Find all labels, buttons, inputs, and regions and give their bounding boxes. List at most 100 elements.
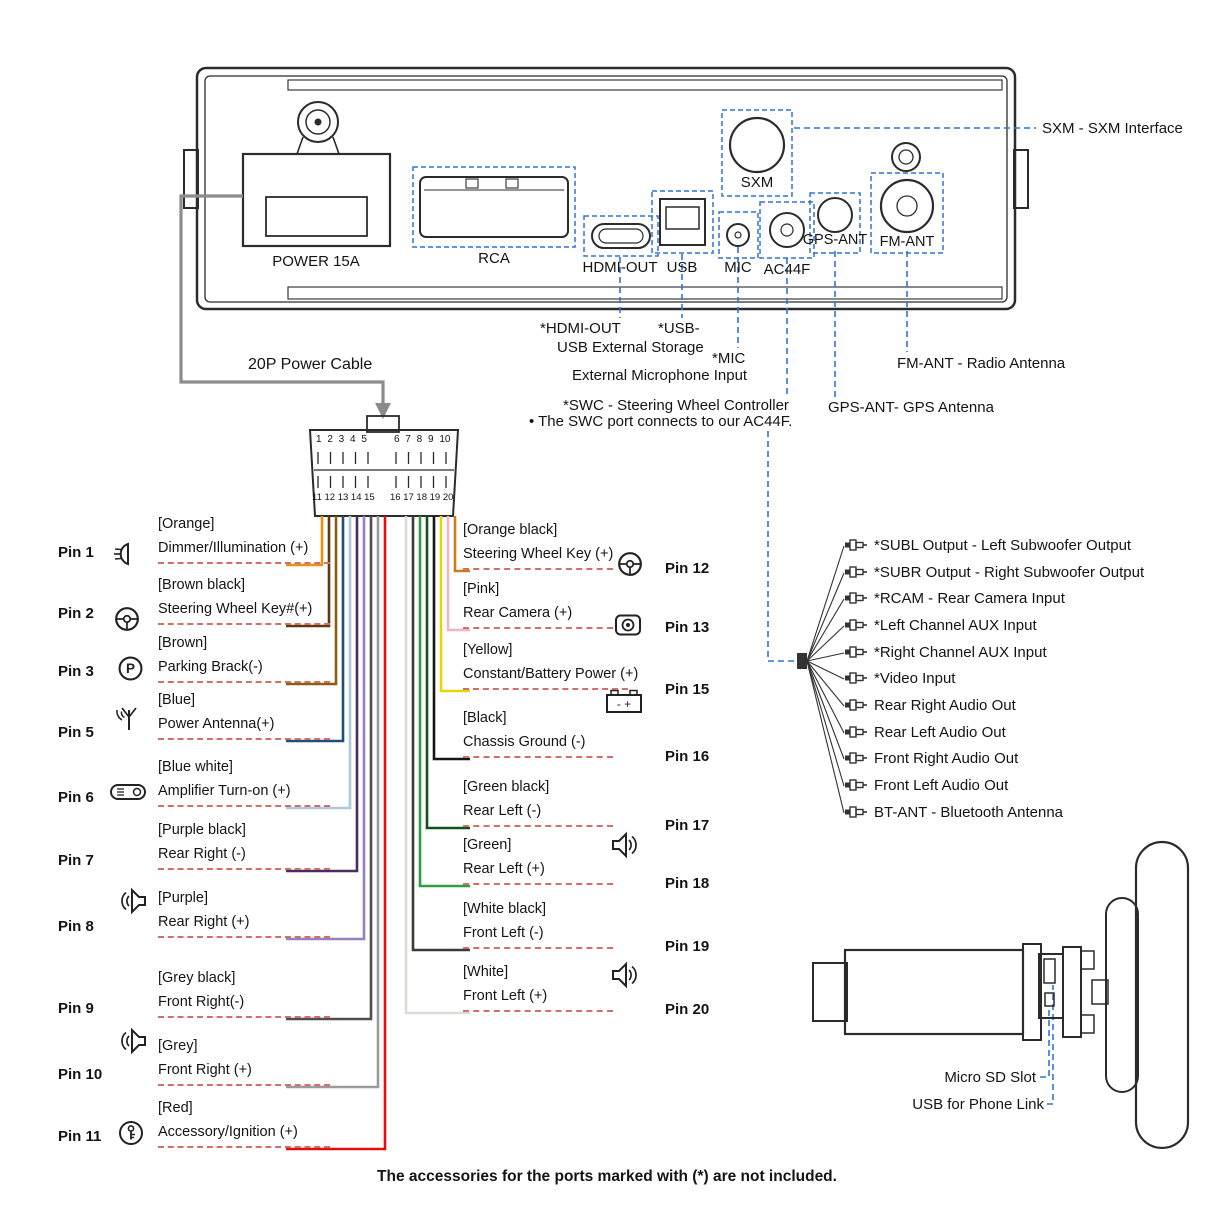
- swc-callout: *SWC - Steering Wheel Controller: [563, 397, 789, 414]
- pin19-label: Pin 19: [665, 938, 710, 955]
- cable-arrow: [375, 403, 391, 419]
- wire-function: Chassis Ground (-): [463, 734, 613, 758]
- pin6-label: Pin 6: [58, 789, 94, 806]
- pin8-wire-label: [Purple] Rear Right (+): [158, 890, 330, 938]
- power-cable-path: [179, 194, 391, 419]
- hdmi-port: [583, 215, 659, 257]
- wire-function: Front Left (-): [463, 925, 613, 949]
- pin13-label: Pin 13: [665, 619, 710, 636]
- pin17-wire-label: [Green black] Rear Left (-): [463, 779, 613, 827]
- pin10-label: Pin 10: [58, 1066, 103, 1083]
- wire-color: [Blue white]: [158, 759, 233, 775]
- pin-numbers-top-right: 6 7 8 9 10: [394, 434, 451, 445]
- rca-port: [412, 166, 576, 248]
- sxm-port-label: SXM: [740, 174, 774, 191]
- parking-brake-icon: [118, 656, 143, 681]
- ac44f-port: [759, 201, 815, 259]
- pin16-label: Pin 16: [665, 748, 710, 765]
- pin20-label: Pin 20: [665, 1001, 710, 1018]
- pin6-wire: [286, 516, 352, 810]
- rca-plug-icon: [845, 699, 867, 711]
- antenna-mount-screw: [296, 101, 340, 155]
- bracket-arm-top: [1080, 950, 1095, 970]
- wire-color: [Blue]: [158, 692, 196, 708]
- pin17-label: Pin 17: [665, 817, 710, 834]
- rca-plug-icon: [845, 646, 867, 658]
- ac44f-output-fan: [797, 539, 867, 818]
- speaker-icon: [120, 1029, 146, 1053]
- rca-plug-icon: [845, 672, 867, 684]
- wire-function: Accessory/Ignition (+): [158, 1124, 330, 1148]
- panel-screw-right: [891, 142, 921, 172]
- micro-sd-slot-label: Micro SD Slot: [944, 1069, 1036, 1086]
- rca-plug-icon: [845, 726, 867, 738]
- pin19-wire-label: [White black] Front Left (-): [463, 901, 613, 949]
- wire-color: [Orange]: [158, 516, 215, 532]
- gps-callout: GPS-ANT- GPS Antenna: [828, 399, 994, 416]
- wire-color: [Grey black]: [158, 970, 236, 986]
- pin-numbers-bottom-right: 16 17 18 19 20: [390, 492, 454, 503]
- battery-icon: [606, 689, 642, 713]
- pin9-label: Pin 9: [58, 1000, 94, 1017]
- wire-function: Front Left (+): [463, 988, 613, 1012]
- pin16-wire: [432, 516, 470, 761]
- wire-function: Rear Right (-): [158, 846, 330, 870]
- panel-inner-frame: [204, 75, 1008, 303]
- device-body: [843, 948, 1025, 1036]
- camera-icon: [615, 614, 641, 636]
- wire-color: [Brown]: [158, 635, 208, 651]
- pin13-wire-label: [Pink] Rear Camera (+): [463, 581, 613, 629]
- ac44f-output-item: *Left Channel AUX Input: [874, 617, 1037, 634]
- pin3-wire: [286, 516, 338, 686]
- ac44f-output-item: *Video Input: [874, 670, 956, 687]
- ac44f-output-item: Rear Right Audio Out: [874, 697, 1016, 714]
- wire-color: [Black]: [463, 710, 507, 726]
- device-step: [1022, 943, 1042, 1041]
- mic-desc-callout: External Microphone Input: [572, 367, 748, 384]
- gps-ant-port: [809, 192, 861, 254]
- wire-color: [Brown black]: [158, 577, 246, 593]
- bracket: [1062, 946, 1082, 1038]
- ac44f-output-item: *SUBL Output - Left Subwoofer Output: [874, 537, 1132, 554]
- pin5-label: Pin 5: [58, 724, 94, 741]
- power-cable-label: 20P Power Cable: [248, 356, 373, 373]
- wire-function: Steering Wheel Key#(+): [158, 601, 330, 625]
- ac44f-output-item: Rear Left Audio Out: [874, 724, 1006, 741]
- wires-left: [286, 516, 387, 1151]
- pin-numbers-top-left: 1 2 3 4 5: [316, 434, 367, 445]
- pin-ticks-bottom: [317, 476, 447, 488]
- antenna-icon: [115, 707, 137, 731]
- hdmi-port-label: HDMI-OUT: [582, 259, 658, 276]
- wire-function: Amplifier Turn-on (+): [158, 783, 330, 807]
- sd-slot-callout-line: [1040, 1008, 1050, 1078]
- pin8-wire: [286, 516, 366, 941]
- pin7-label: Pin 7: [58, 852, 94, 869]
- speaker-icon: [612, 963, 638, 987]
- pin3-wire-label: [Brown] Parking Brack(-): [158, 635, 330, 683]
- pin13-wire: [446, 516, 470, 632]
- wire-color: [Green]: [463, 837, 512, 853]
- pin18-label: Pin 18: [665, 875, 710, 892]
- wire-color: [Grey]: [158, 1038, 198, 1054]
- usb-port-label: USB: [666, 259, 698, 276]
- wire-color: [Red]: [158, 1100, 193, 1116]
- wire-function: Parking Brack(-): [158, 659, 330, 683]
- usb-callout: *USB-: [658, 320, 700, 337]
- usb-phone-callout-line: [1047, 985, 1054, 1105]
- ac44f-output-item: *Right Channel AUX Input: [874, 644, 1047, 661]
- wire-color: [White black]: [463, 901, 546, 917]
- amplifier-icon: [110, 784, 146, 800]
- ac44f-output-item: Front Left Audio Out: [874, 777, 1009, 794]
- pin18-wire: [418, 516, 470, 888]
- wire-function: Dimmer/Illumination (+): [158, 540, 330, 564]
- pin12-label: Pin 12: [665, 560, 710, 577]
- power-port: [241, 152, 392, 248]
- wire-color: [Green black]: [463, 779, 550, 795]
- rca-plug-icon: [845, 539, 867, 551]
- mic-port-label: MIC: [724, 259, 752, 276]
- pin16-wire-label: [Black] Chassis Ground (-): [463, 710, 613, 758]
- headlight-icon: [114, 543, 129, 565]
- swc-desc-callout: • The SWC port connects to our AC44F.: [529, 413, 793, 430]
- pin20-wire-label: [White] Front Left (+): [463, 964, 613, 1012]
